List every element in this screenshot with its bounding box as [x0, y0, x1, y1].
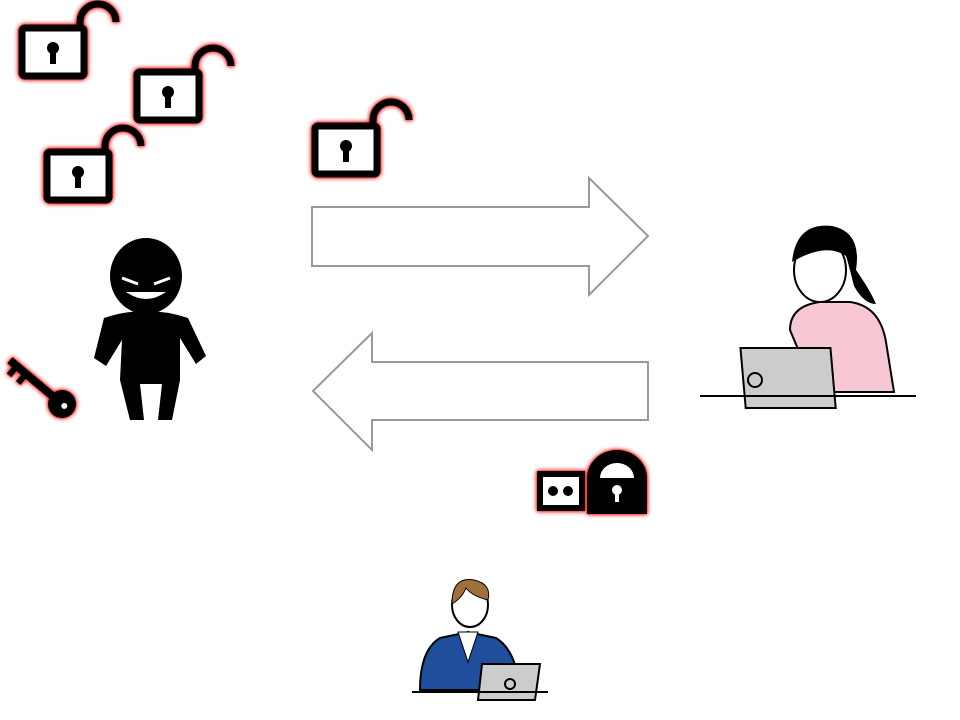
arrow-left: [311, 330, 649, 453]
unlocked-padlock-icon: [47, 128, 141, 200]
key-icon: [6, 357, 76, 418]
arrow-right: [311, 175, 650, 298]
burglar-icon: [94, 238, 206, 420]
woman-with-laptop-icon: [700, 225, 916, 409]
unlocked-padlock-icon: [137, 48, 231, 120]
locked-box-padlock-icon: [537, 450, 647, 514]
unlocked-padlock-icon: [315, 102, 409, 174]
man-with-laptop-icon: [412, 579, 548, 701]
unlocked-padlock-icon: [22, 4, 116, 76]
